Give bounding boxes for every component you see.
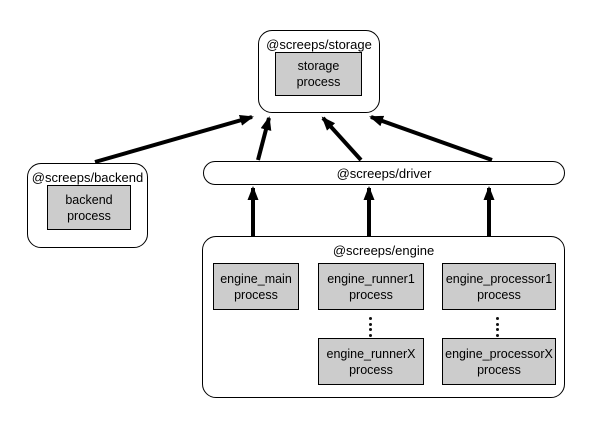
engine-node-label: @screeps/engine: [332, 243, 435, 258]
engine-processor1-process-box: engine_processor1 process: [442, 263, 556, 310]
node-engine: @screeps/engine engine_main process engi…: [202, 236, 565, 398]
vertical-ellipsis-icon: [369, 317, 372, 337]
engine-runnerX-label-line1: engine_runnerX: [326, 346, 416, 361]
backend-process-box: backend process: [47, 185, 131, 230]
engine-runnerX-label-line2: process: [349, 362, 393, 377]
engine-processorX-label-line1: engine_processorX: [445, 346, 553, 361]
arrow-driver-to-storage-left: [256, 116, 272, 161]
vertical-ellipsis-icon: [496, 317, 499, 337]
arrow-backend-to-storage: [94, 115, 254, 164]
storage-node-label: @screeps/storage: [266, 37, 372, 52]
engine-main-label-line1: engine_main: [220, 271, 292, 286]
engine-runnerX-process-box: engine_runnerX process: [318, 338, 424, 385]
engine-main-label-line2: process: [234, 287, 278, 302]
engine-main-process-box: engine_main process: [213, 263, 299, 310]
arrow-driver-to-storage-right: [369, 115, 493, 162]
engine-runner1-label-line2: process: [349, 287, 393, 302]
engine-runner1-process-box: engine_runner1 process: [318, 263, 424, 310]
node-storage: @screeps/storage storage process: [258, 30, 380, 113]
engine-processor1-label-line1: engine_processor1: [445, 271, 553, 286]
storage-process-label-line2: process: [296, 75, 341, 89]
node-driver: @screeps/driver: [203, 161, 565, 185]
storage-process-box: storage process: [275, 52, 362, 96]
backend-node-label: @screeps/backend: [31, 170, 144, 185]
engine-processor1-label-line2: process: [477, 287, 521, 302]
backend-process-label-line2: process: [67, 208, 111, 223]
storage-process-label-line1: storage: [297, 59, 340, 73]
node-backend: @screeps/backend backend process: [27, 163, 148, 248]
engine-runner1-label-line1: engine_runner1: [327, 271, 415, 286]
engine-processorX-label-line2: process: [477, 362, 521, 377]
backend-process-label-line1: backend: [65, 192, 113, 207]
arrow-driver-to-storage-middle: [321, 116, 363, 162]
driver-node-label: @screeps/driver: [336, 165, 432, 181]
engine-processorX-process-box: engine_processorX process: [442, 338, 556, 385]
